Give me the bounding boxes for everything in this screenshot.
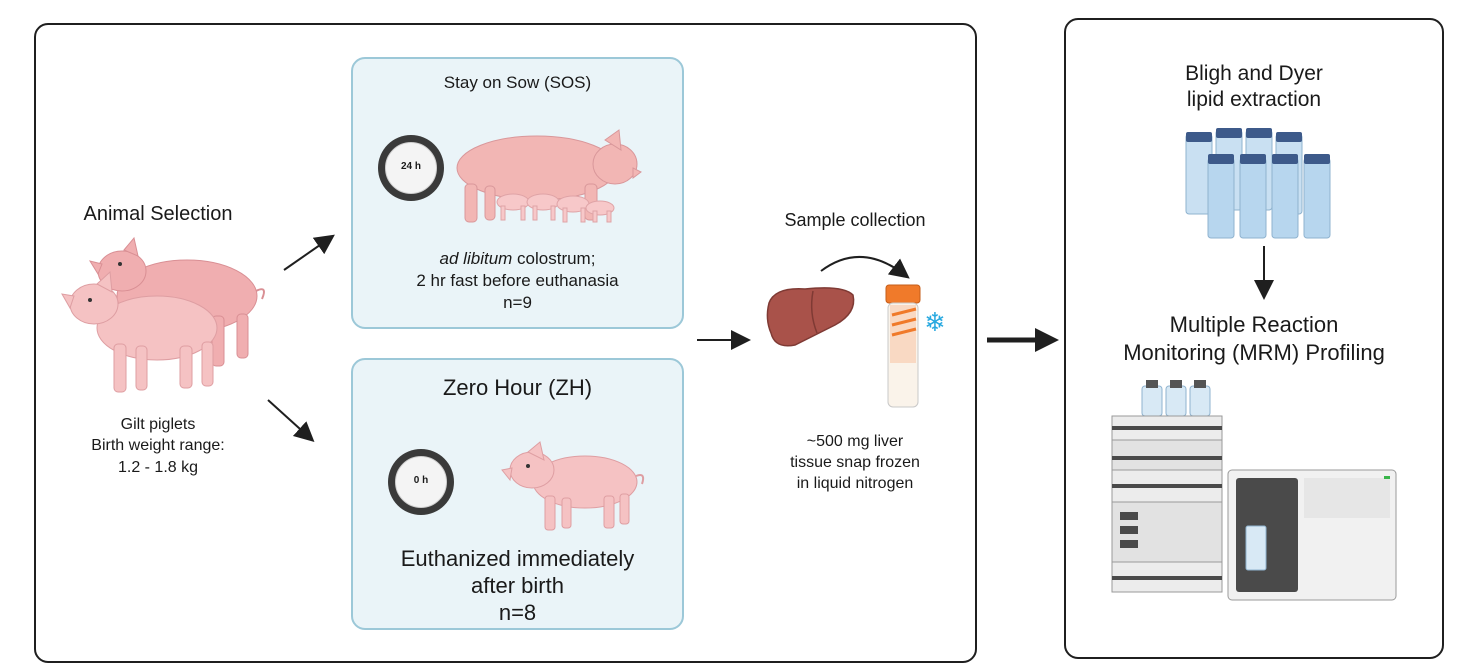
extraction-vials-illustration (1185, 128, 1331, 239)
sample-collection-title: Sample collection (784, 210, 926, 230)
mrm-title-2: Monitoring (MRM) Profiling (1123, 340, 1385, 365)
arrow-to-sos (283, 234, 335, 271)
piglets-illustration (61, 236, 265, 393)
svg-text:❄: ❄ (924, 308, 946, 338)
zh-description-2: after birth (471, 573, 564, 598)
mass-spectrometer-illustration (1111, 380, 1397, 601)
zh-clock-label: 0 h (413, 475, 429, 486)
zh-n: n=8 (498, 600, 537, 625)
sos-description-1: ad libitum colostrum; (351, 249, 684, 269)
sample-caption-2: tissue snap frozen (790, 454, 920, 471)
sos-clock-label: 24 h (400, 161, 421, 172)
sample-caption-1: ~500 mg liver (806, 433, 904, 450)
animal-selection-caption-2: Birth weight range: (91, 437, 225, 454)
clock-icon: 24 h (378, 135, 444, 201)
arrow-to-mrm (1254, 246, 1274, 300)
mrm-title-1: Multiple Reaction (1169, 312, 1339, 337)
sample-caption-3: in liquid nitrogen (796, 475, 914, 492)
zh-title: Zero Hour (ZH) (442, 375, 593, 400)
arrow-to-analysis (987, 328, 1059, 352)
sos-description-2: 2 hr fast before euthanasia (416, 271, 619, 290)
sow-with-piglets-illustration (456, 129, 642, 223)
sos-title: Stay on Sow (SOS) (443, 73, 592, 92)
sos-n: n=9 (503, 293, 532, 312)
arrow-to-zh (267, 399, 315, 443)
clock-icon: 0 h (388, 449, 454, 515)
extraction-title-2: lipid extraction (1186, 88, 1322, 111)
sos-description-rest: colostrum; (512, 249, 596, 268)
curved-arrow (820, 256, 910, 279)
newborn-piglet-illustration (501, 441, 645, 531)
animal-selection-caption-3: 1.2 - 1.8 kg (117, 459, 199, 476)
animal-selection-caption-1: Gilt piglets (120, 416, 196, 433)
zh-description-1: Euthanized immediately (400, 546, 635, 571)
arrow-to-sample-collection (697, 330, 751, 350)
extraction-title-1: Bligh and Dyer (1185, 62, 1323, 85)
sos-description-italic: ad libitum (439, 249, 513, 268)
sample-tube-icon: ❄ (885, 284, 946, 408)
animal-selection-title: Animal Selection (83, 203, 233, 225)
liver-icon (766, 287, 855, 347)
